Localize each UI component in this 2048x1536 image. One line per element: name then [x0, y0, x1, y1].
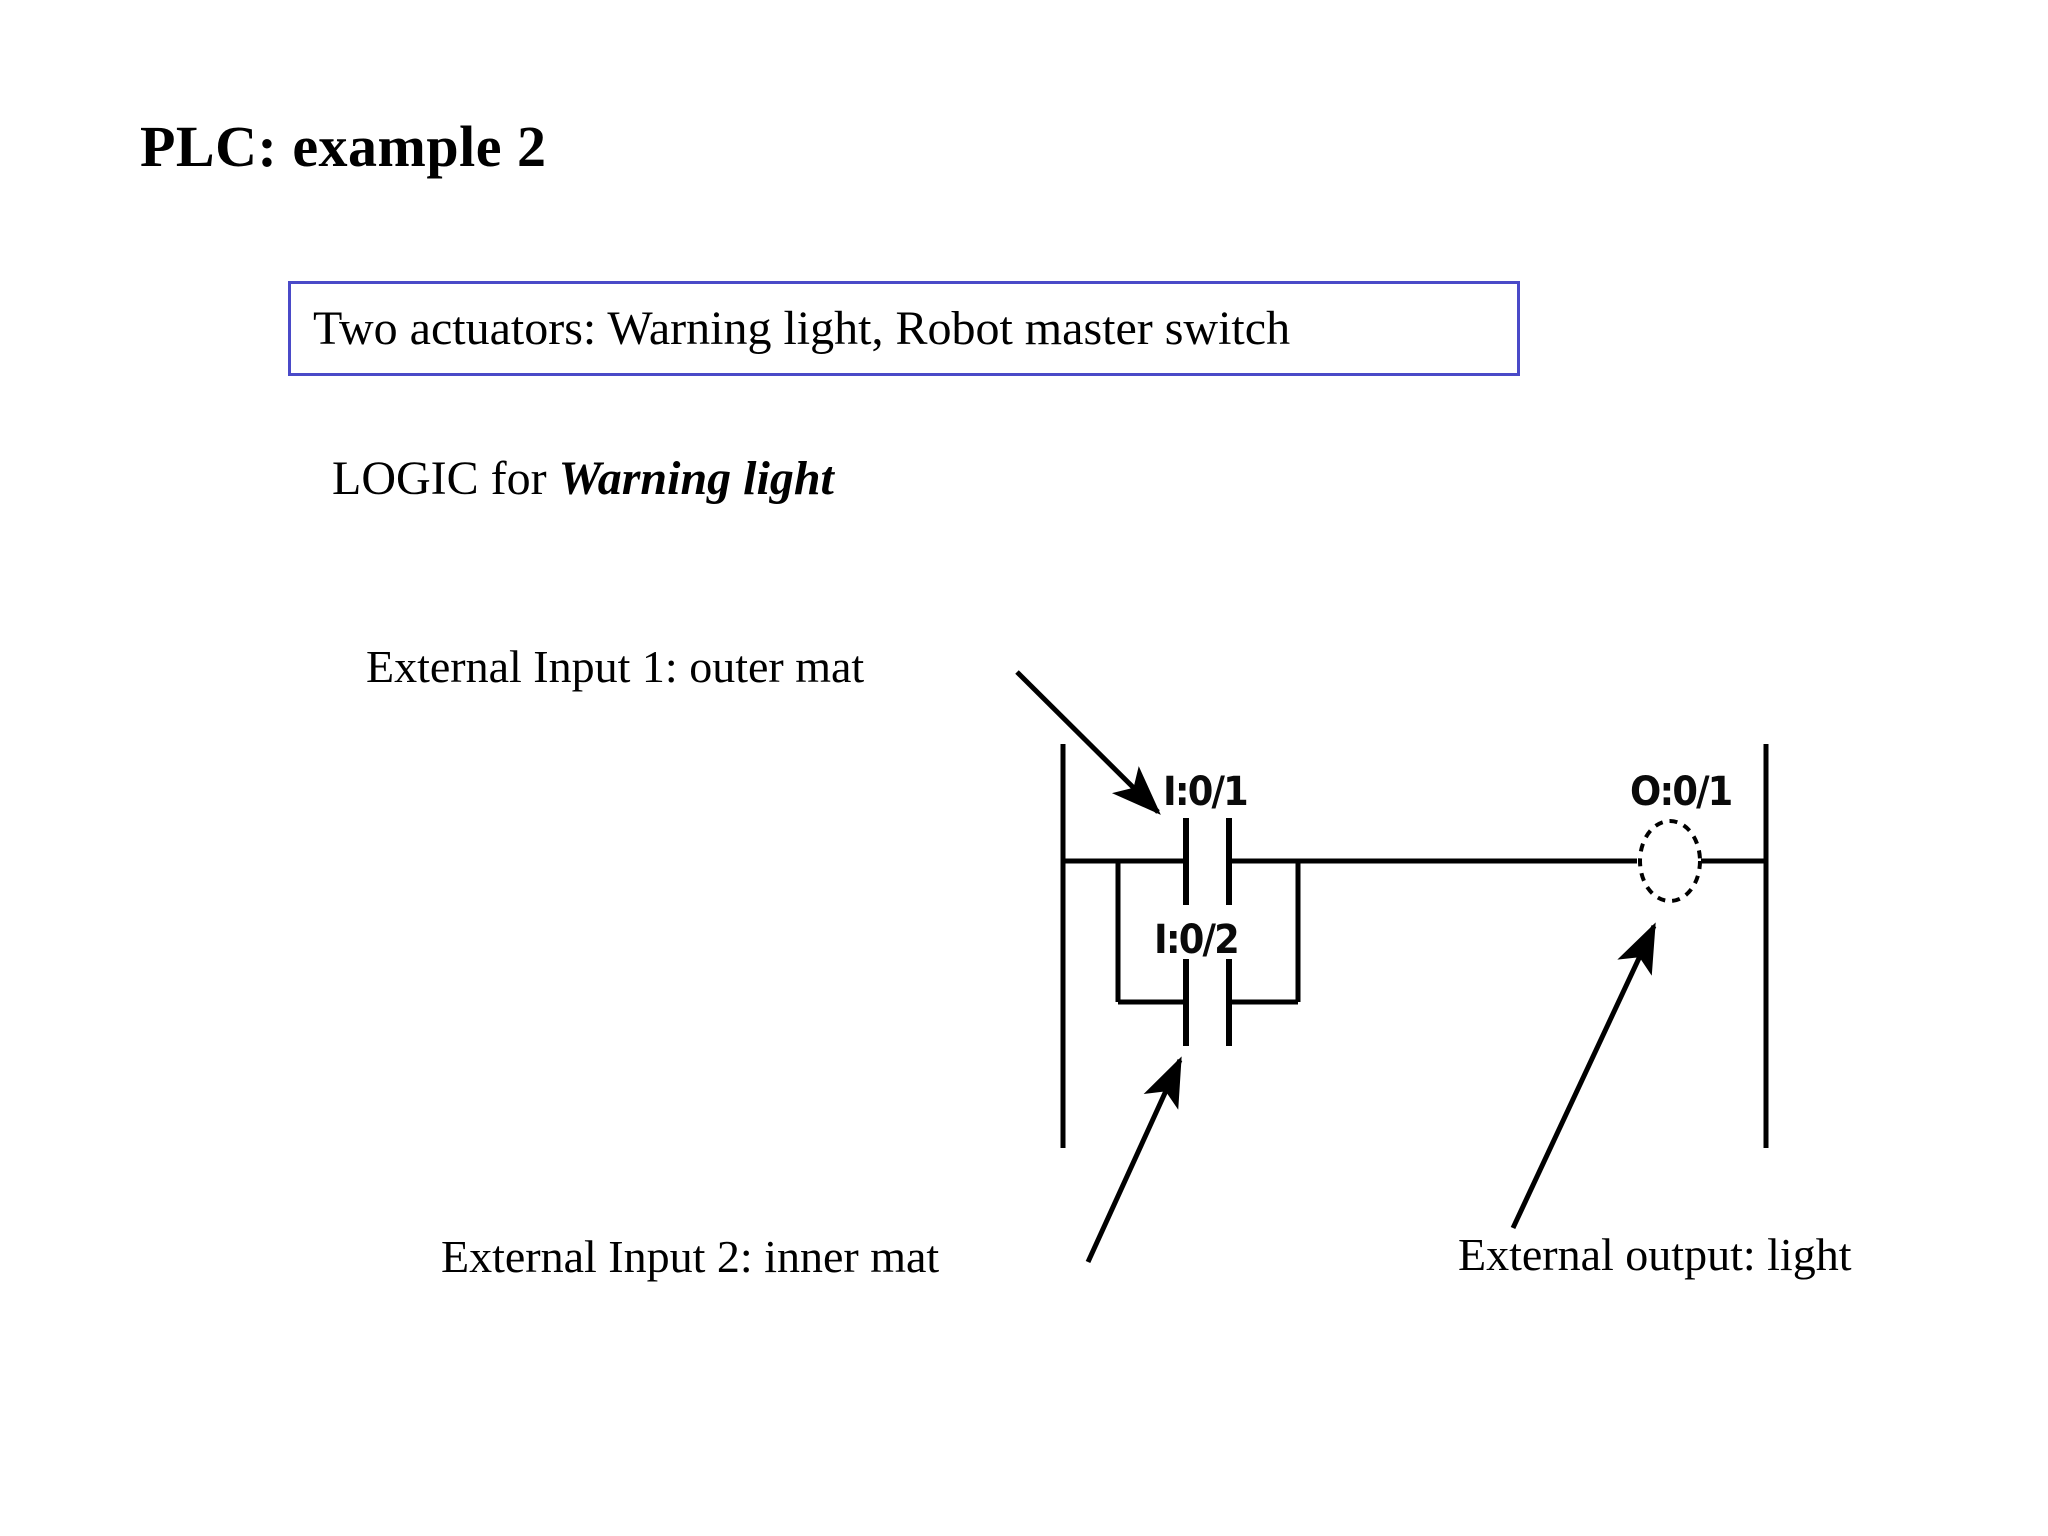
output-coil-o01 — [1638, 819, 1702, 903]
contact-label-i01: I:0/1 — [1163, 769, 1249, 815]
logic-heading-prefix: LOGIC for — [332, 452, 559, 505]
annotation-external-input-2: External Input 2: inner mat — [441, 1231, 940, 1282]
arrow-to-input-2 — [1085, 1056, 1183, 1264]
coil-label-o01: O:0/1 — [1630, 769, 1733, 815]
arrow-to-output — [1510, 922, 1657, 1230]
annotation-external-output: External output: light — [1458, 1229, 1852, 1280]
logic-heading: LOGIC for Warning light — [332, 455, 834, 503]
page-title: PLC: example 2 — [140, 114, 547, 179]
logic-heading-emphasis: Warning light — [558, 452, 834, 505]
actuators-callout-box: Two actuators: Warning light, Robot mast… — [288, 281, 1520, 376]
actuators-callout-text: Two actuators: Warning light, Robot mast… — [313, 301, 1291, 355]
arrow-to-input-1 — [1015, 670, 1161, 815]
annotation-external-input-1: External Input 1: outer mat — [366, 641, 865, 692]
contact-label-i02: I:0/2 — [1154, 917, 1240, 963]
